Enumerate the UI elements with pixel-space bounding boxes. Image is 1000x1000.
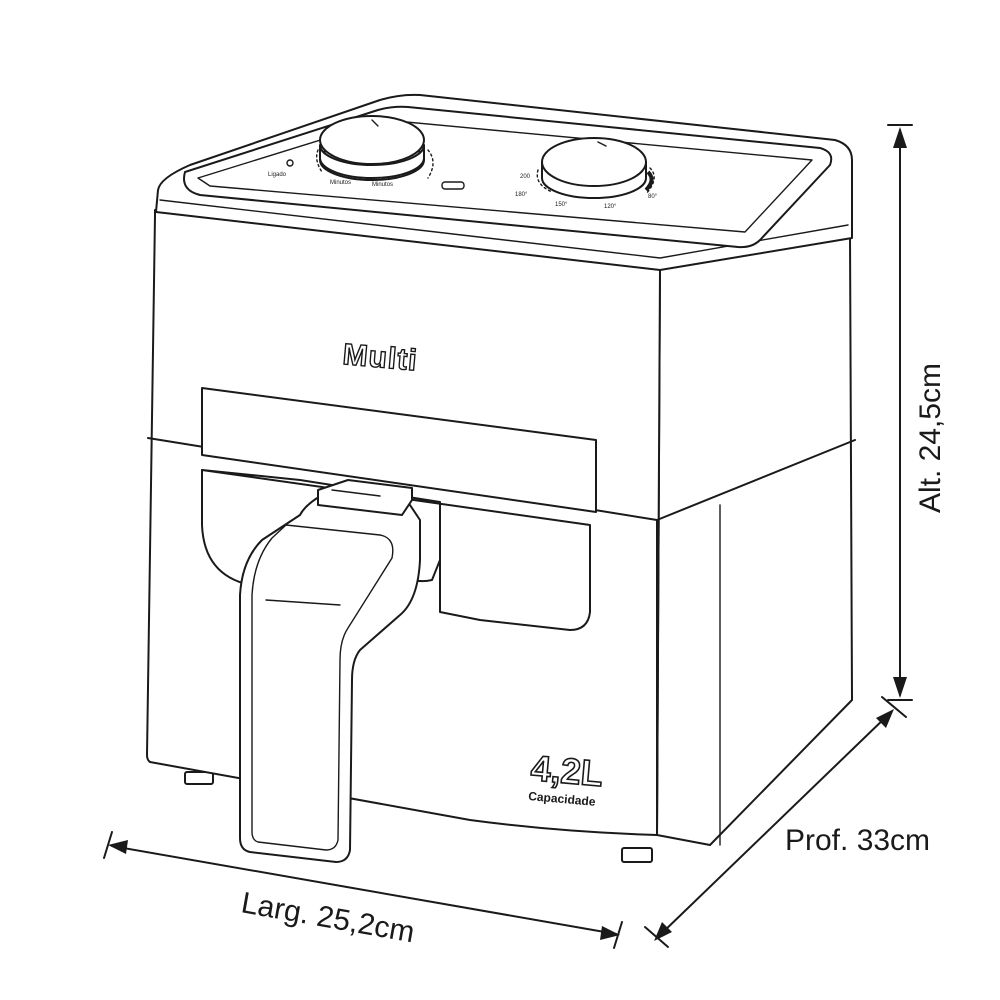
minutes-label-1: Minutos [330,180,351,186]
height-label: Alt. 24,5cm [914,363,947,513]
basket-window [201,469,591,631]
temp-label-150: 150° [555,202,568,208]
depth-label: Prof. 33cm [785,824,930,857]
capacity-value: 4,2L [529,747,604,794]
basket-handle [239,479,421,863]
display-window [201,387,597,513]
height-dimension: Alt. 24,5cm [887,124,947,701]
minutes-label-2: Minutos [372,182,393,188]
temp-label-180: 180° [515,192,528,198]
brand-logo: Multi [341,338,419,377]
width-label: Larg. 25,2cm [239,886,417,949]
temp-label-80: 80° [648,194,658,200]
width-dimension: Larg. 25,2cm [103,831,623,949]
capacity-label: Capacidade [528,789,597,809]
depth-dimension: Prof. 33cm [644,696,930,948]
feet [184,771,653,863]
dial-markings: Ligado Minutos Minutos 200 180° 150° 120… [268,149,658,210]
temperature-knob [541,137,647,199]
temp-label-120: 120° [604,204,617,210]
timer-knob [319,115,425,181]
temp-label-200: 200 [520,174,531,180]
on-label: Ligado [268,172,287,178]
